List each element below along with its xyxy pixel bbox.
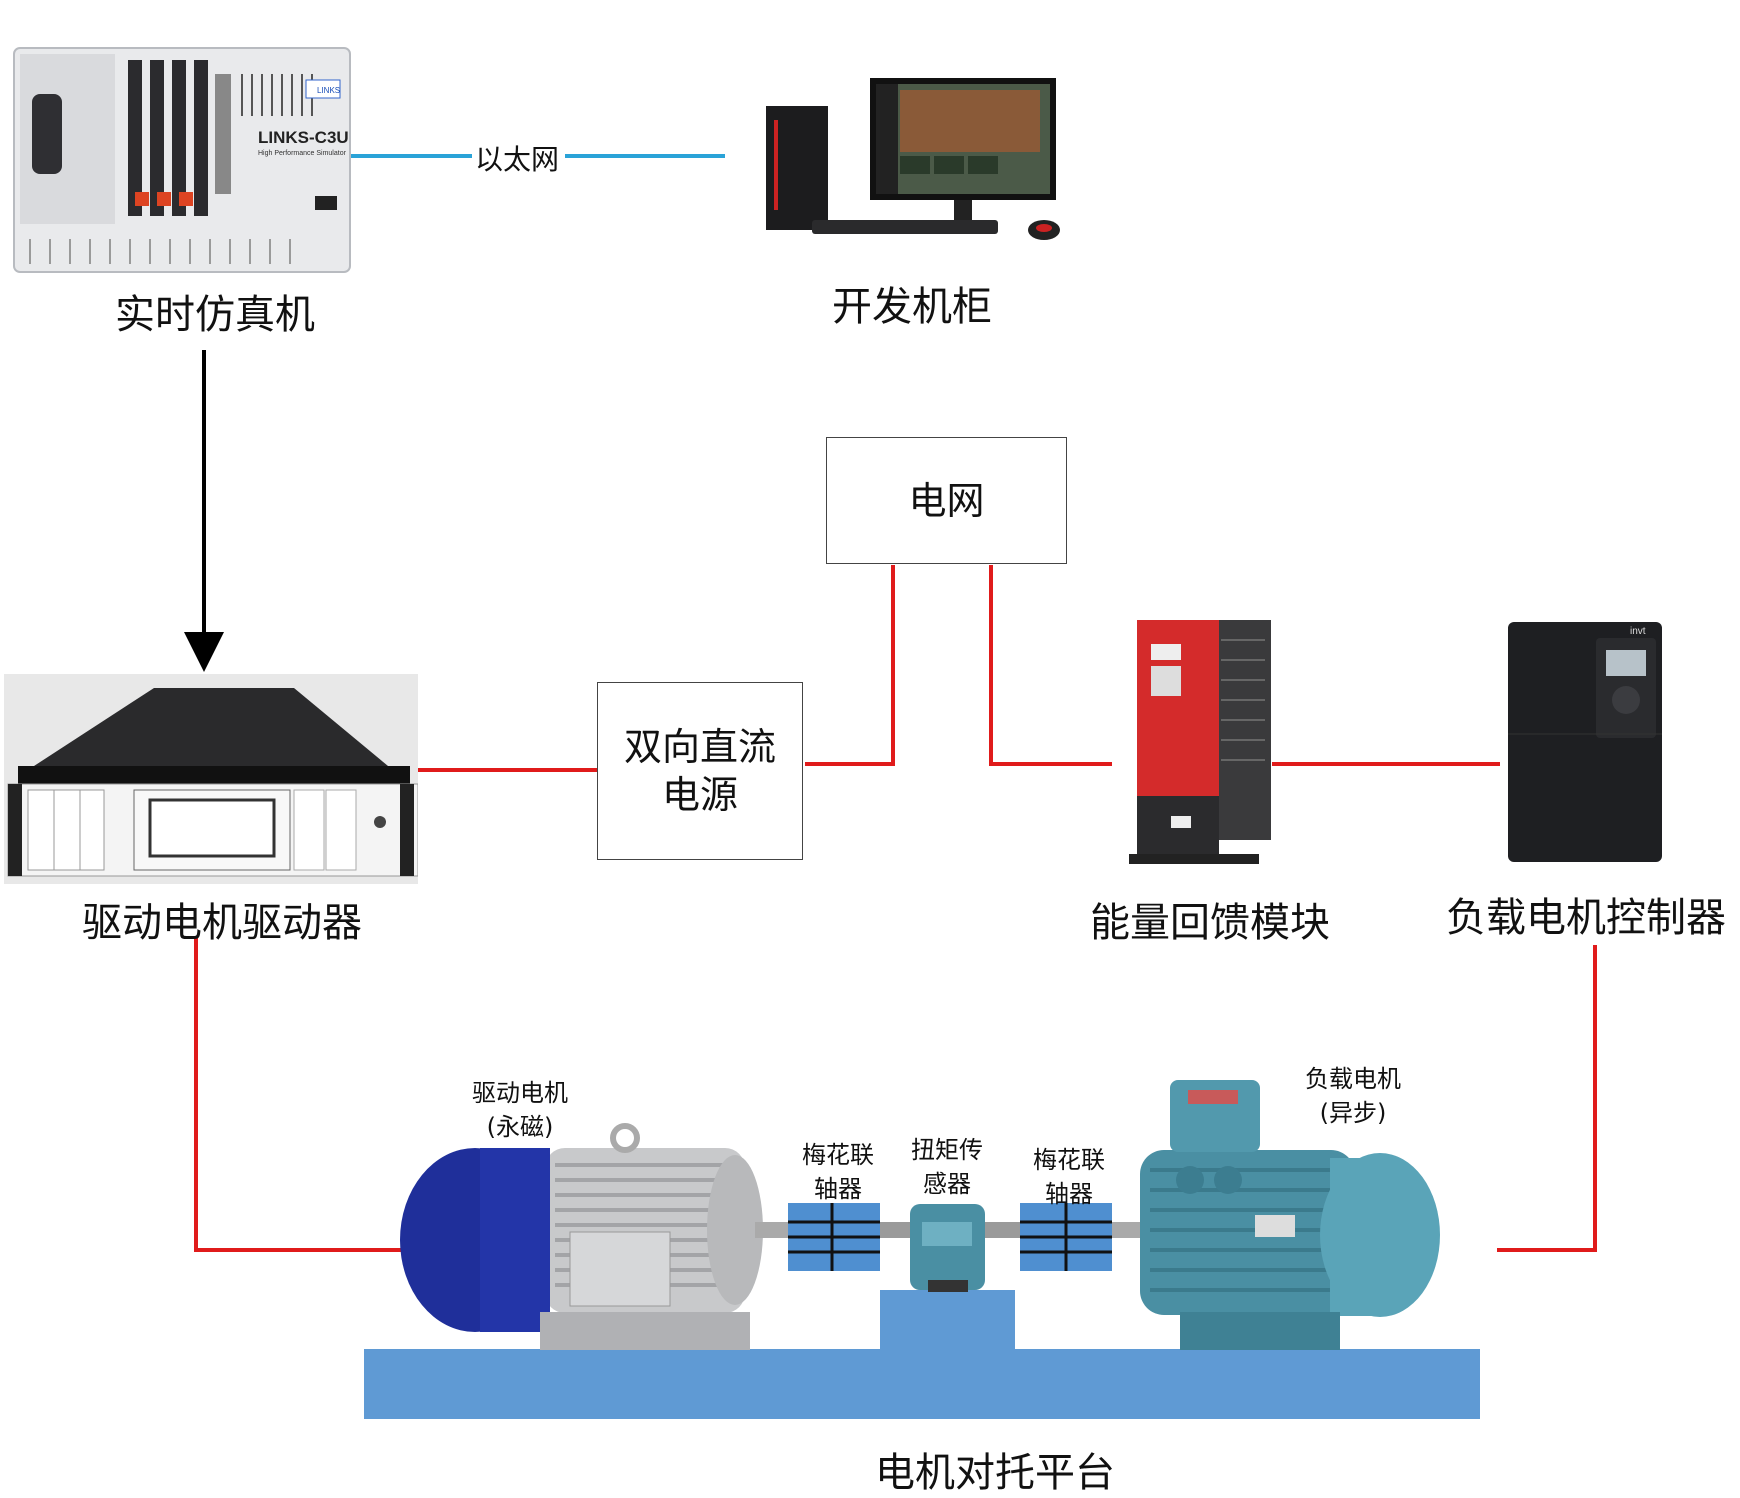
torque-sensor-label-line1: 扭矩传 — [911, 1136, 983, 1164]
coupling-left — [788, 1203, 880, 1271]
power-line-driver-motor — [194, 937, 408, 1252]
coupling-left-label: 梅花联 轴器 — [793, 1138, 883, 1206]
grid-label: 电网 — [908, 478, 985, 523]
control-arrow-head — [184, 632, 224, 672]
drive-motor-label: 驱动电机 (永磁) — [470, 1076, 570, 1144]
dev-cabinet-label: 开发机柜 — [832, 284, 992, 330]
simulator-sub-text: High Performance Simulator — [258, 150, 346, 157]
load-controller-label: 负载电机控制器 — [1446, 895, 1726, 941]
energy-feedback-device — [1129, 620, 1271, 864]
simulator-brand-text: LINKS-C3U — [258, 128, 349, 147]
dc-power-box: 双向直流 电源 — [597, 682, 803, 860]
sensor-pedestal — [880, 1290, 1015, 1350]
coupling-left-label-line2: 轴器 — [814, 1175, 862, 1203]
drive-controller-label: 驱动电机驱动器 — [82, 900, 362, 946]
simulator-device — [13, 47, 351, 273]
platform-base — [364, 1349, 1480, 1419]
coupling-right — [1020, 1203, 1112, 1271]
dc-power-label-line2: 电源 — [661, 773, 738, 817]
load-motor-label-line2: (异步) — [1319, 1099, 1387, 1127]
load-controller-device — [1508, 622, 1662, 862]
ethernet-label: 以太网 — [475, 143, 560, 176]
platform-label: 电机对托平台 — [875, 1450, 1115, 1496]
energy-feedback-label: 能量回馈模块 — [1090, 900, 1330, 946]
drive-controller-device — [4, 674, 418, 884]
load-motor-label-line1: 负载电机 — [1305, 1065, 1401, 1093]
dc-power-label-line1: 双向直流 — [623, 725, 776, 769]
simulator-label: 实时仿真机 — [115, 292, 315, 338]
coupling-right-label-line1: 梅花联 — [1033, 1146, 1105, 1174]
torque-sensor-label-line2: 感器 — [923, 1170, 971, 1198]
power-line-grid-feedback — [989, 565, 1112, 766]
inverter-brand-text: invt — [1630, 626, 1646, 637]
power-line-load-controller-motor — [1497, 945, 1597, 1252]
grid-box: 电网 — [826, 437, 1067, 564]
coupling-left-label-line1: 梅花联 — [802, 1141, 874, 1169]
load-motor — [1140, 1080, 1440, 1350]
simulator-logo-text: LINKS — [317, 86, 341, 95]
power-line-dc-grid — [805, 565, 895, 766]
coupling-right-label: 梅花联 轴器 — [1024, 1143, 1114, 1211]
dev-cabinet-device — [766, 78, 1060, 240]
load-motor-label: 负载电机 (异步) — [1303, 1062, 1403, 1130]
torque-sensor-label: 扭矩传 感器 — [902, 1133, 992, 1201]
coupling-right-label-line2: 轴器 — [1045, 1180, 1093, 1208]
drive-motor-label-line2: (永磁) — [486, 1113, 554, 1141]
torque-sensor — [910, 1204, 985, 1292]
drive-motor-label-line1: 驱动电机 — [472, 1079, 568, 1107]
drive-motor — [400, 1123, 763, 1350]
